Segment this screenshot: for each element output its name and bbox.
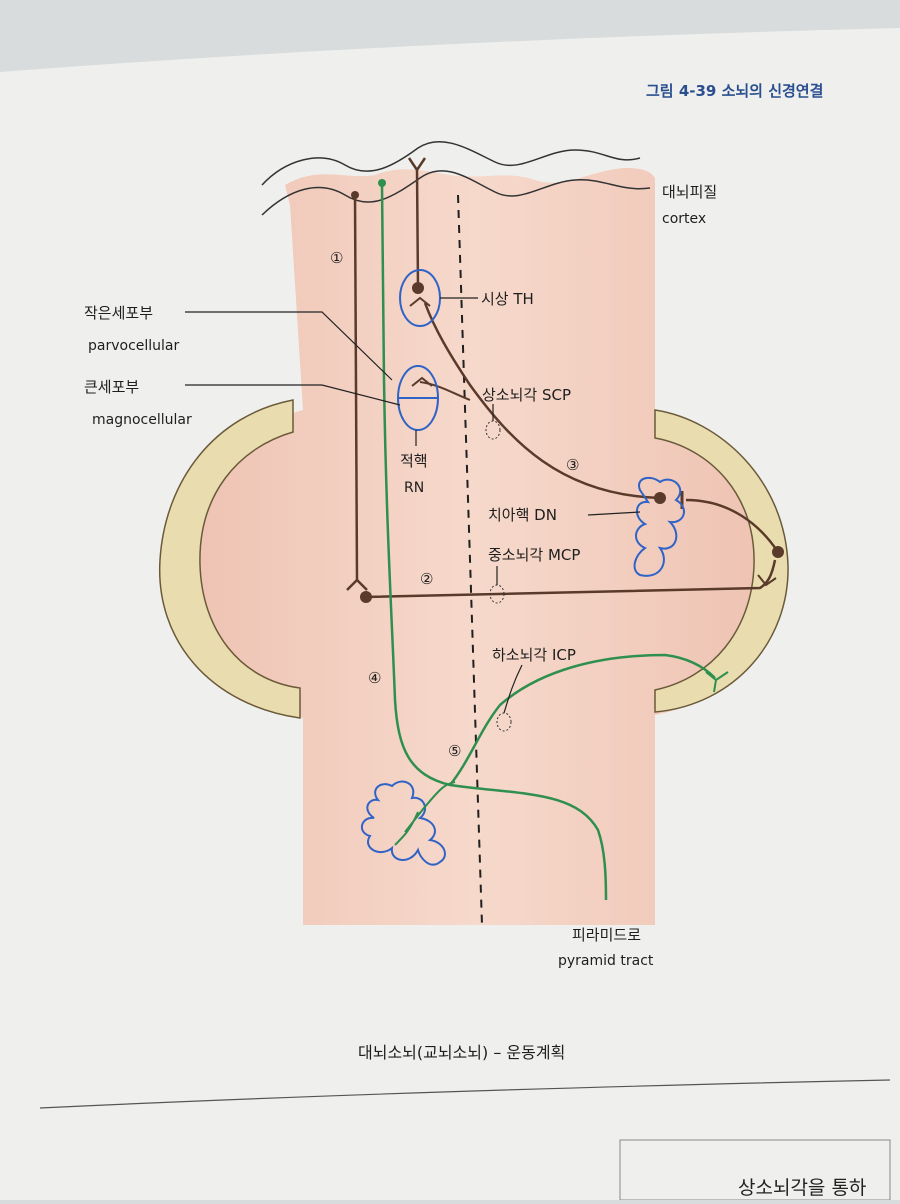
pathway-1-corticopontine [353,194,359,581]
cortex-surface-line-1 [261,140,641,186]
figure-title: 그림 4-39 소뇌의 신경연결 [646,82,823,100]
pathway-3-rn-branch [419,381,471,401]
inferior-olive-nucleus [360,780,446,866]
page-bottom-curve [39,1079,891,1109]
label-mcp: 중소뇌각 MCP [488,546,580,564]
pathway-number-1: ① [330,249,343,267]
pathway-number-3: ③ [566,456,579,474]
thalamocortical-pathway [407,157,427,289]
pathway-number-4: ④ [368,669,381,687]
label-thalamus: 시상 TH [481,290,534,308]
pathway-3-dentatothalamic [423,302,661,500]
next-page-text-fragment: 상소뇌각을 통하 [738,1177,866,1199]
label-parvo-ko: 작은세포부 [84,304,153,322]
pontine-neuron [360,591,372,603]
leader-dn [587,511,641,516]
label-pyramid-en: pyramid tract [558,953,654,969]
label-cortex-ko: 대뇌피질 [662,183,717,201]
leader-icp [503,664,523,714]
pathway-5-olivocerebellar [449,653,716,786]
purkinje-to-dn-pathway [685,498,780,553]
pathway-2-pontocerebellar [365,559,777,599]
pathway-4-green-descending [380,184,608,901]
label-magno-en: magnocellular [92,412,192,428]
olive-projection-axons [394,781,456,846]
brainstem-shape [175,168,775,925]
thalamic-terminal [409,296,431,307]
figure-caption: 대뇌소뇌(교뇌소뇌) – 운동계획 [358,1043,565,1062]
rn-terminal [411,376,433,387]
pathway-number-2: ② [420,570,433,588]
label-icp: 하소뇌각 ICP [492,646,576,664]
leader-parvo [185,311,393,381]
label-magno-ko: 큰세포부 [84,378,139,396]
label-rn-ko: 적핵 [400,452,428,470]
cerebellar-terminal [757,574,777,587]
label-pyramid-ko: 피라미드로 [572,926,641,944]
midline-dashed [457,194,483,926]
icp-terminal [705,671,729,693]
cortex-surface-line-2 [261,170,651,216]
thalamic-neuron [412,282,424,294]
cerebellum-cortex-right [654,409,789,713]
pons-terminal [346,578,368,591]
label-rn-en: RN [404,480,424,496]
label-parvo-en: parvocellular [88,338,180,354]
purkinje-neuron [772,546,784,558]
cortex-neuron-1 [351,191,359,199]
dentate-nucleus [633,476,685,577]
dentate-neuron [654,492,666,504]
pathway-number-5: ⑤ [448,742,461,760]
cerebellum-cortex-left [158,399,301,719]
cortex-neuron-green [378,179,386,187]
label-dn: 치아핵 DN [488,506,557,524]
label-scp: 상소뇌각 SCP [482,386,571,404]
label-cortex-en: cortex [662,211,706,227]
leader-magno [185,384,401,406]
